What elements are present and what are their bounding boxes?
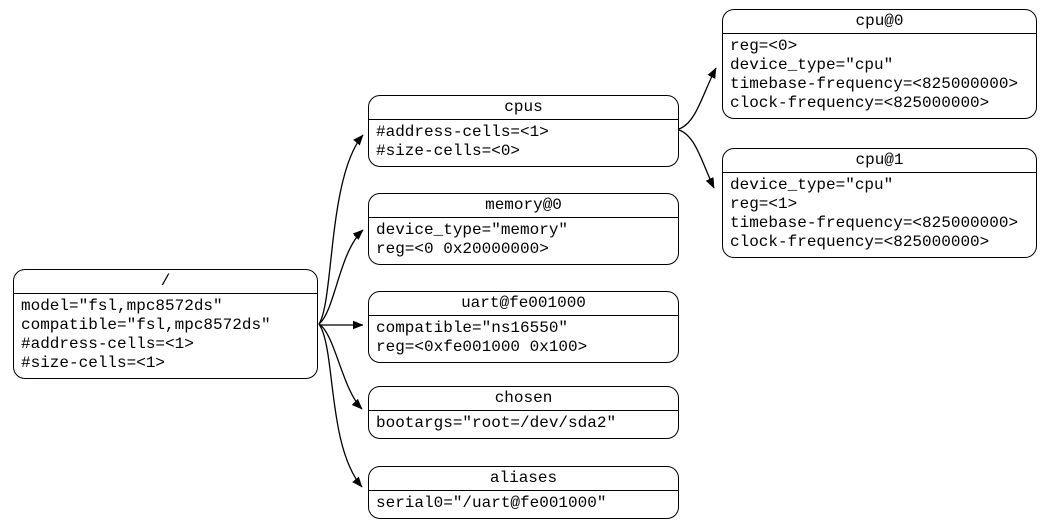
node-memory0-title: memory@0 [369, 194, 678, 218]
property-line: timebase-frequency=<825000000> [730, 214, 1019, 232]
edge-cpus-to-cpu0 [678, 68, 717, 130]
property-line: reg=<0> [730, 37, 798, 55]
edge-root-to-memory0 [318, 229, 363, 325]
node-aliases: aliases serial0="/uart@fe001000" [368, 466, 679, 519]
property-line: device_type="cpu" [730, 56, 894, 74]
property-line: compatible="ns16550" [376, 319, 569, 337]
node-cpu1-properties: device_type="cpu" reg=<1> timebase-frequ… [723, 173, 1036, 257]
edge-root-to-aliases [318, 323, 363, 487]
property-line: compatible="fsl,mpc8572ds" [21, 316, 271, 334]
property-line: device_type="cpu" [730, 176, 894, 194]
property-line: reg=<0 0x20000000> [376, 240, 549, 258]
edge-cpus-to-cpu1 [678, 129, 715, 188]
node-cpu1: cpu@1 device_type="cpu" reg=<1> timebase… [722, 148, 1037, 258]
property-line: timebase-frequency=<825000000> [730, 75, 1019, 93]
node-root-title: / [14, 270, 317, 294]
node-cpus-properties: #address-cells=<1> #size-cells=<0> [369, 120, 678, 166]
node-cpu0: cpu@0 reg=<0> device_type="cpu" timebase… [722, 9, 1037, 119]
property-line: #address-cells=<1> [376, 123, 549, 141]
node-cpu0-properties: reg=<0> device_type="cpu" timebase-frequ… [723, 34, 1036, 118]
node-uart-title: uart@fe001000 [369, 292, 678, 316]
property-line: clock-frequency=<825000000> [730, 94, 990, 112]
node-memory0: memory@0 device_type="memory" reg=<0 0x2… [368, 193, 679, 265]
node-uart: uart@fe001000 compatible="ns16550" reg=<… [368, 291, 679, 363]
node-cpus: cpus #address-cells=<1> #size-cells=<0> [368, 95, 679, 167]
property-line: #address-cells=<1> [21, 335, 194, 353]
property-line: bootargs="root=/dev/sda2" [376, 414, 617, 432]
node-chosen-title: chosen [369, 387, 678, 411]
property-line: serial0="/uart@fe001000" [376, 494, 607, 512]
node-chosen: chosen bootargs="root=/dev/sda2" [368, 386, 679, 439]
node-chosen-properties: bootargs="root=/dev/sda2" [369, 411, 678, 438]
node-cpus-title: cpus [369, 96, 678, 120]
node-cpu1-title: cpu@1 [723, 149, 1036, 173]
property-line: reg=<1> [730, 195, 798, 213]
node-aliases-title: aliases [369, 467, 678, 491]
property-line: reg=<0xfe001000 0x100> [376, 338, 588, 356]
property-line: clock-frequency=<825000000> [730, 233, 990, 251]
node-aliases-properties: serial0="/uart@fe001000" [369, 491, 678, 518]
node-cpu0-title: cpu@0 [723, 10, 1036, 34]
node-memory0-properties: device_type="memory" reg=<0 0x20000000> [369, 218, 678, 264]
edge-root-to-cpus [318, 135, 364, 325]
property-line: #size-cells=<1> [21, 354, 166, 372]
property-line: model="fsl,mpc8572ds" [21, 297, 223, 315]
node-uart-properties: compatible="ns16550" reg=<0xfe001000 0x1… [369, 316, 678, 362]
node-root: / model="fsl,mpc8572ds" compatible="fsl,… [13, 269, 318, 379]
node-root-properties: model="fsl,mpc8572ds" compatible="fsl,mp… [14, 294, 317, 378]
property-line: device_type="memory" [376, 221, 569, 239]
property-line: #size-cells=<0> [376, 142, 521, 160]
edge-root-to-chosen [318, 323, 362, 409]
